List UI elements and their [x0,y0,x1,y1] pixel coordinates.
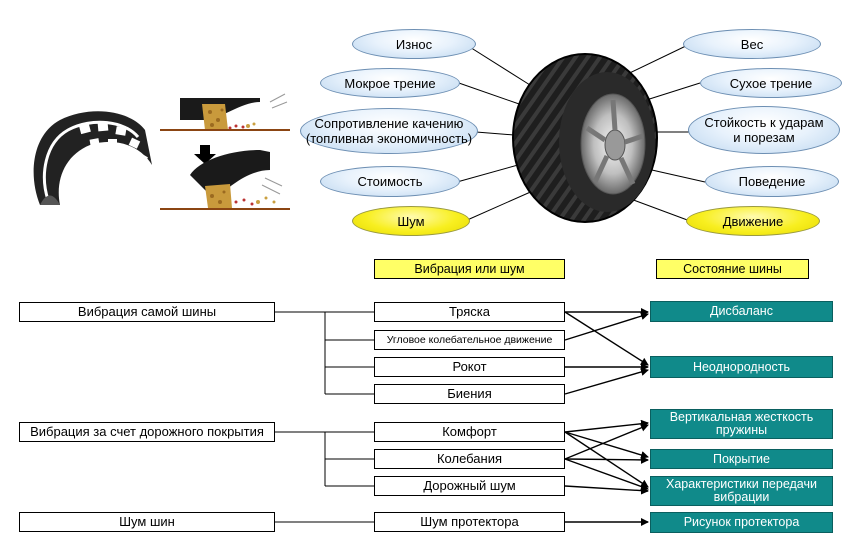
box-nonuniformity: Неоднородность [650,356,833,378]
oval-movement: Движение [686,206,820,236]
box-vibration-transmission: Характеристики передачи вибрации [650,476,833,506]
oval-label: Сопротивление качению (топливная экономи… [305,116,473,146]
oval-cost: Стоимость [320,166,460,197]
oval-cut-resistance: Стойкость к ударам и порезам [688,106,840,154]
box-beats: Биения [374,384,565,404]
tree-lines [275,311,374,523]
header-tire-condition: Состояние шины [656,259,809,279]
box-vertical-spring-stiffness: Вертикальная жесткость пружины [650,409,833,439]
box-comfort: Комфорт [374,422,565,442]
oval-label: Поведение [738,174,806,189]
box-tread-pattern: Рисунок протектора [650,512,833,533]
box-oscillations: Колебания [374,449,565,469]
box-imbalance: Дисбаланс [650,301,833,322]
oval-label: Стоимость [357,174,423,189]
oval-label: Шум [397,213,425,229]
oval-label: Мокрое трение [344,75,436,91]
oval-iznos: Износ [352,29,476,59]
oval-wet-friction: Мокрое трение [320,68,460,98]
box-road-vibration: Вибрация за счет дорожного покрытия [19,422,275,442]
header-vibration-or-noise: Вибрация или шум [374,259,565,279]
tire-image [512,53,658,223]
box-tread-noise: Шум протектора [374,512,565,532]
box-road-noise: Дорожный шум [374,476,565,496]
box-pavement: Покрытие [650,449,833,469]
oval-weight: Вес [683,29,821,59]
oval-label: Сухое трение [729,75,813,91]
oval-noise: Шум [352,206,470,236]
oval-rolling-resistance: Сопротивление качению (топливная экономи… [300,108,478,154]
tire-section-illustration [33,111,152,205]
box-shake: Тряска [374,302,565,322]
arrows [564,308,649,526]
box-rumble: Рокот [374,357,565,377]
oval-dry-friction: Сухое трение [700,68,842,98]
oval-behavior: Поведение [705,166,839,197]
box-tire-noise: Шум шин [19,512,275,532]
oval-label: Износ [395,36,433,52]
oval-label: Вес [740,36,764,52]
box-angular-oscillation: Угловое колебательное движение [374,330,565,350]
box-tire-vibration: Вибрация самой шины [19,302,275,322]
oval-label: Движение [722,213,784,229]
oval-label: Стойкость к ударам и порезам [704,115,824,145]
road-impact-illustration [160,93,290,210]
